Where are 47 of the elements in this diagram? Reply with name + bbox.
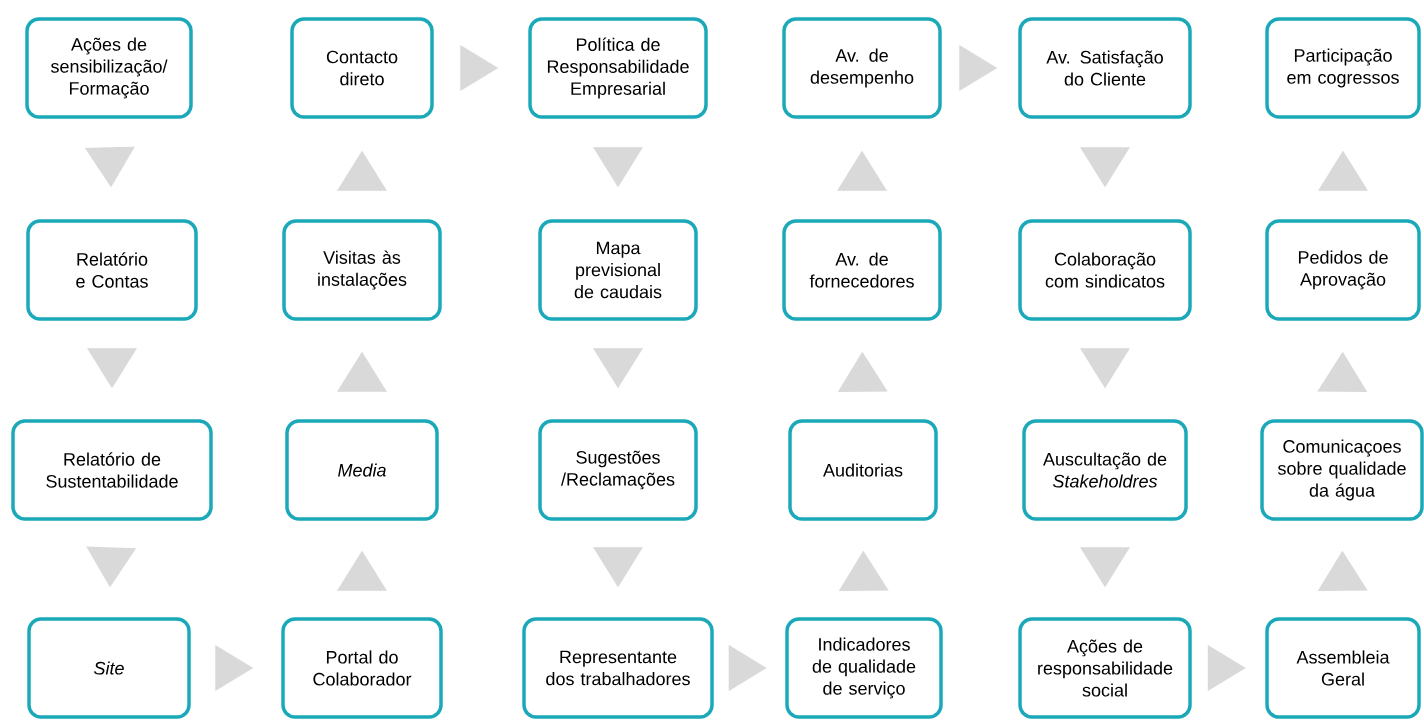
process-box: Site: [27, 617, 191, 719]
arrow: [837, 351, 888, 392]
arrow: [337, 550, 387, 591]
arrow: [593, 547, 643, 588]
arrow: [87, 348, 137, 389]
arrow: [1317, 550, 1368, 591]
process-box: Portal do Colaborador: [281, 617, 443, 719]
process-box: Relatório e Contas: [26, 219, 198, 321]
process-box: Política de Responsabilidade Empresarial: [528, 17, 708, 119]
process-box: Colaboração com sindicatos: [1018, 219, 1192, 321]
process-box: Auscultação de Stakeholdres: [1022, 419, 1188, 521]
arrow: [1080, 547, 1130, 588]
arrow: [593, 147, 643, 188]
process-box: Mapa previsional de caudais: [538, 219, 698, 321]
process-box: Ações de sensibilização/ Formação: [25, 17, 193, 119]
process-box: Ações de responsabilidade social: [1018, 617, 1192, 719]
arrow: [1207, 645, 1246, 691]
process-box: Participação em cogressos: [1265, 17, 1421, 119]
process-box: Av. de desempenho: [782, 17, 942, 119]
process-box: Indicadores de qualidade de serviço: [785, 617, 943, 719]
process-box: Assembleia Geral: [1265, 617, 1421, 719]
process-box: Visitas às instalações: [282, 219, 442, 321]
process-box: Media: [285, 419, 439, 521]
arrow: [728, 645, 767, 691]
arrow: [337, 351, 387, 392]
arrow: [1317, 351, 1368, 392]
arrow: [1318, 150, 1368, 191]
process-box: Pedidos de Aprovação: [1265, 219, 1421, 321]
arrow: [84, 146, 135, 188]
arrow: [460, 45, 499, 91]
arrow: [1080, 348, 1130, 389]
process-box: Auditorias: [788, 419, 938, 521]
arrow: [959, 45, 998, 91]
arrow: [837, 150, 887, 191]
arrow: [86, 546, 137, 588]
arrow: [337, 150, 387, 191]
arrow: [1080, 147, 1130, 188]
process-box: Comunicaçoes sobre qualidade da água: [1260, 419, 1424, 521]
process-box: Contacto direto: [290, 17, 434, 119]
arrow: [593, 348, 643, 389]
process-box: Representante dos trabalhadores: [522, 617, 714, 719]
process-box: Relatório de Sustentabilidade: [11, 419, 213, 521]
process-box: Sugestões /Reclamações: [538, 419, 698, 521]
process-box: Av. de fornecedores: [782, 219, 942, 321]
arrow: [215, 645, 254, 691]
process-box: Av. Satisfação do Cliente: [1018, 17, 1192, 119]
arrow: [838, 550, 889, 591]
